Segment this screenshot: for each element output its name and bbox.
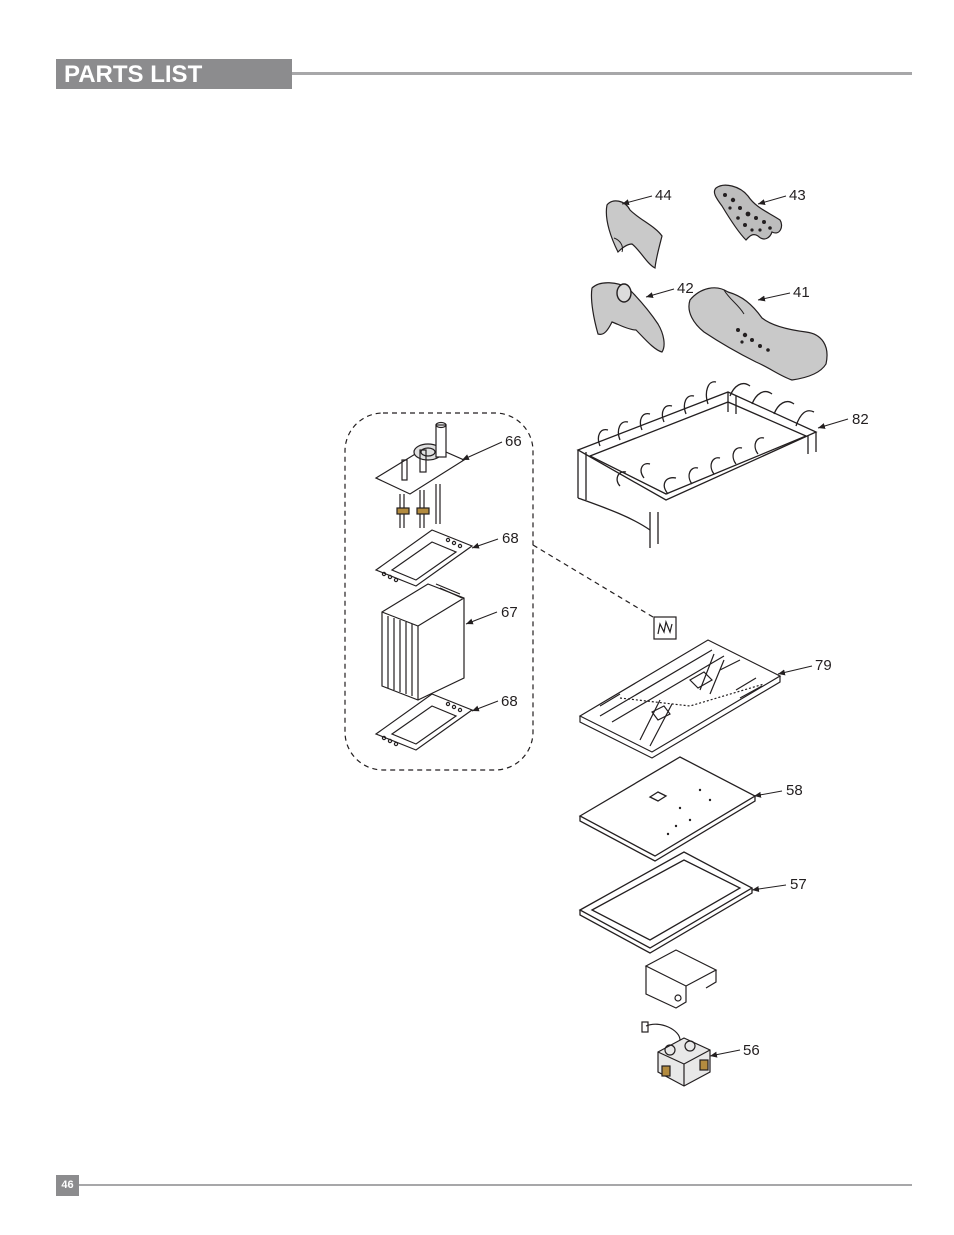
callout-66: 66 — [505, 433, 522, 450]
part-42-log — [591, 283, 664, 352]
group-leader-line — [533, 545, 658, 620]
valve-bracket — [646, 950, 716, 1008]
footer-divider — [79, 1184, 912, 1186]
part-44-log — [606, 201, 662, 268]
callout-68-lower: 68 — [501, 693, 518, 710]
callout-68-upper: 68 — [502, 530, 519, 547]
part-43-log — [714, 185, 781, 240]
part-67-media-tray — [382, 584, 464, 700]
callout-82: 82 — [852, 411, 869, 428]
callout-41: 41 — [793, 284, 810, 301]
callout-58: 58 — [786, 782, 803, 799]
callout-79: 79 — [815, 657, 832, 674]
callout-44: 44 — [655, 187, 672, 204]
callout-57: 57 — [790, 876, 807, 893]
detail-connector — [654, 617, 676, 639]
page-number: 46 — [56, 1179, 79, 1191]
part-66-burner-plate — [376, 423, 464, 529]
page-number-badge: 46 — [56, 1175, 79, 1196]
part-57-gasket — [580, 852, 752, 953]
part-79-burner-pan — [580, 640, 780, 758]
callout-43: 43 — [789, 187, 806, 204]
part-68-gasket-upper — [376, 530, 472, 586]
part-58-panel — [580, 757, 755, 861]
part-56-gas-valve — [642, 1022, 710, 1086]
callout-42: 42 — [677, 280, 694, 297]
callout-67: 67 — [501, 604, 518, 621]
part-82-grate — [578, 382, 816, 548]
callout-56: 56 — [743, 1042, 760, 1059]
part-41-log — [689, 288, 827, 380]
part-68-gasket-lower — [376, 694, 472, 750]
